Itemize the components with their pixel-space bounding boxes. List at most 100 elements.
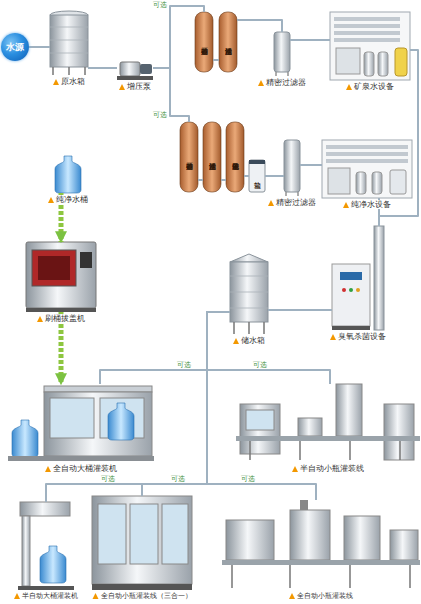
machine-body	[92, 496, 192, 584]
label-row: 半自动小瓶灌装线	[291, 464, 365, 473]
precision-filter-body	[274, 32, 290, 72]
equipment-label: 全自动小瓶灌装线（三合一）	[101, 592, 192, 600]
filter-tank	[195, 12, 213, 72]
equipment-label: 全自动大桶灌装机	[53, 464, 117, 473]
filter-tank	[226, 122, 244, 192]
equipment-node: 纯净水桶	[55, 156, 81, 193]
label-row: 纯净水设备	[342, 200, 392, 209]
filter-leg	[286, 192, 298, 196]
pump	[378, 52, 388, 76]
label-row: 精密过滤器	[267, 198, 317, 207]
control-panel	[328, 168, 350, 194]
marker-triangle	[343, 202, 349, 208]
marker-triangle	[14, 593, 20, 599]
conveyor-leg	[232, 565, 410, 588]
water-pipe	[221, 179, 226, 181]
machine-top	[44, 386, 152, 392]
machine-base	[92, 584, 192, 590]
equipment-label: 纯净水桶	[56, 195, 88, 204]
equipment-label: 精密过滤器	[276, 198, 316, 207]
machine-body	[44, 392, 152, 456]
water-pipe	[46, 312, 230, 502]
water-pipe	[290, 39, 330, 41]
marker-triangle	[233, 338, 239, 344]
optional-tag: 可选	[170, 475, 186, 483]
dosing-tank	[395, 48, 407, 76]
label-row: 全自动小瓶灌装线（三合一）	[92, 592, 193, 600]
machine-body	[390, 530, 418, 560]
marker-triangle	[292, 466, 298, 472]
source-circle: 水源	[1, 33, 29, 61]
label-row: 矿泉水设备	[345, 82, 395, 91]
water-pipe	[300, 164, 322, 166]
cabinet-base	[332, 326, 370, 330]
display	[340, 272, 362, 280]
equipment-label: 纯净水设备	[351, 200, 391, 209]
machine-base	[18, 586, 74, 590]
filler	[298, 418, 322, 436]
equipment-label: 储水箱	[241, 336, 265, 345]
ozone-cabinet	[332, 264, 370, 326]
optional-tag: 可选	[152, 111, 168, 119]
marker-triangle	[119, 84, 125, 90]
label-row: 臭氧杀菌设备	[329, 332, 387, 341]
equipment-node: 半自动大桶灌装机	[18, 502, 74, 590]
water-bucket	[40, 546, 66, 583]
equipment-node: 原水箱	[50, 11, 88, 75]
equipment-node: 储水箱	[230, 254, 268, 334]
conveyor	[8, 456, 154, 461]
button	[356, 288, 360, 292]
conveyor	[236, 436, 420, 441]
water-pipe	[142, 312, 230, 496]
water-pipe	[268, 309, 332, 311]
button	[349, 288, 353, 292]
water-pipe	[153, 6, 204, 68]
machine-base	[26, 308, 96, 312]
water-bucket	[55, 156, 81, 193]
tank-top	[230, 254, 268, 262]
machine-top	[20, 502, 70, 516]
label-row: 精密过滤器	[257, 78, 307, 87]
label-row: 增压泵	[118, 82, 152, 91]
filter-tank	[203, 122, 221, 192]
pump	[356, 172, 366, 194]
capper-head	[300, 500, 308, 510]
filter-tank: 石英砂过滤器	[195, 12, 213, 72]
equipment-label: 臭氧杀菌设备	[338, 332, 386, 341]
filter-tank: 盐箱	[249, 160, 265, 192]
optional-tag: 可选	[100, 475, 116, 483]
filter-tank: 活性炭过滤器	[203, 122, 221, 192]
labeler	[384, 404, 414, 460]
tank-leg	[53, 67, 85, 75]
label-row: 纯净水桶	[47, 195, 89, 204]
marker-triangle	[37, 316, 43, 322]
marker-triangle	[93, 593, 99, 599]
control-panel	[80, 252, 92, 268]
water-pipe	[244, 175, 249, 177]
tank-band	[230, 276, 268, 308]
label-row: 储水箱	[232, 336, 266, 345]
marker-triangle	[48, 197, 54, 203]
water-pipe	[88, 67, 117, 69]
control-panel	[336, 48, 360, 74]
water-pipe	[100, 312, 230, 384]
machine-window	[50, 398, 94, 438]
marker-triangle	[258, 80, 264, 86]
tank-body	[230, 262, 268, 322]
ozone-column	[374, 226, 384, 330]
equipment-node: 精密过滤器	[284, 140, 300, 196]
water-bucket	[108, 403, 134, 440]
optional-tag: 可选	[240, 475, 256, 483]
membrane-tubes	[326, 147, 408, 161]
machine-window	[246, 410, 274, 430]
marker-triangle	[45, 466, 51, 472]
salt-box-lid	[249, 160, 265, 164]
equipment-label: 半自动大桶灌装机	[22, 592, 78, 600]
membrane-tubes	[334, 19, 400, 40]
water-pipe	[207, 312, 330, 384]
machine-window	[130, 504, 158, 564]
filter-tank: 活性炭过滤器	[219, 12, 237, 72]
water-pipe	[29, 46, 50, 48]
button	[342, 288, 346, 292]
